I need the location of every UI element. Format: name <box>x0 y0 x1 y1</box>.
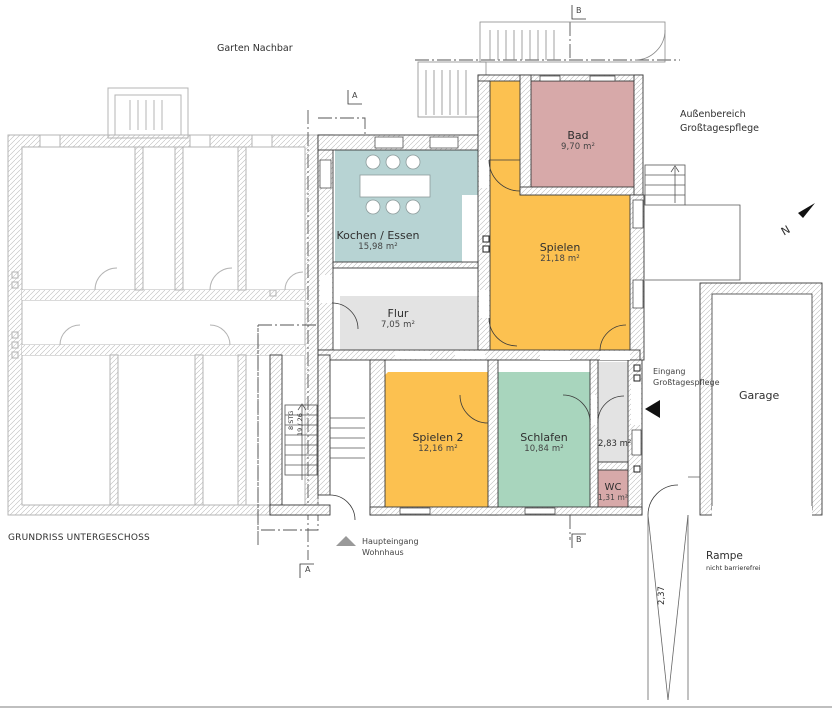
garage-label: Garage <box>739 389 780 402</box>
room-hall-area: 7,05 m² <box>380 319 416 330</box>
door-arcs <box>329 159 679 521</box>
ramp-lines <box>647 476 700 701</box>
room-kitchen-name: Kochen / Essen <box>336 229 420 242</box>
outdoor-area-label-1: Außenbereich <box>680 109 746 120</box>
room-hall-name: Flur <box>387 307 409 320</box>
room-sleep-name: Schlafen <box>520 431 568 444</box>
shaft-markers <box>482 235 641 473</box>
room-wc-name: WC <box>604 482 622 493</box>
room-wc-fill <box>598 470 628 507</box>
room-play: Spielen 21,18 m² <box>539 241 581 264</box>
room-play2-area: 12,16 m² <box>418 443 458 454</box>
plan-title: GRUNDRISS UNTERGESCHOSS <box>8 533 150 543</box>
main-entrance-label-2: Wohnhaus <box>362 548 404 557</box>
room-lobby-area: 2,83 m² <box>598 439 632 449</box>
property-lines <box>257 22 680 560</box>
room-play-fill <box>490 80 630 350</box>
section-a-top: A <box>352 91 358 100</box>
windows <box>319 75 644 515</box>
stairs-dimension-label: 19 / 26 <box>296 413 304 436</box>
entrance-daycare-label-1: Eingang <box>653 367 686 376</box>
room-bath-fill <box>531 80 634 187</box>
room-bath-name: Bad <box>567 129 589 142</box>
room-play2-fill <box>380 372 488 507</box>
entrance-arrow-daycare <box>645 400 660 418</box>
exterior-stairs-right <box>644 164 741 281</box>
garage <box>699 282 823 516</box>
north-arrow <box>798 203 815 218</box>
exterior-stairs-top <box>417 21 666 118</box>
room-hall-fill <box>340 296 482 351</box>
section-markers <box>299 5 586 578</box>
room-play2: Spielen 2 12,16 m² <box>412 431 464 454</box>
section-b-bottom: B <box>576 535 582 544</box>
room-bath-area: 9,70 m² <box>560 141 596 152</box>
door-openings <box>320 160 641 425</box>
section-a-bottom: A <box>305 565 311 574</box>
room-bath: Bad 9,70 m² <box>560 129 596 152</box>
room-sleep-fill <box>498 372 590 507</box>
dining-table <box>359 154 431 215</box>
room-play-name: Spielen <box>539 241 581 254</box>
room-wc-area: 1,31 m² <box>597 492 629 502</box>
interior-stairs <box>284 403 365 480</box>
room-kitchen: Kochen / Essen 15,98 m² <box>336 229 420 252</box>
room-wc: WC 1,31 m² <box>598 482 628 502</box>
entrance-daycare-label-2: Großtagespflege <box>653 378 720 387</box>
room-play2-name: Spielen 2 <box>412 431 464 444</box>
room-kitchen-area: 15,98 m² <box>358 241 398 252</box>
stairs-count-label: 8 STG <box>287 410 295 430</box>
section-b-top: B <box>576 6 582 15</box>
main-entrance-label-1: Haupteingang <box>362 537 419 546</box>
ramp-note: nicht barrierefrei <box>706 564 761 572</box>
room-lobby-fill <box>598 362 628 462</box>
room-sleep: Schlafen 10,84 m² <box>520 431 568 454</box>
outdoor-area-label-2: Großtagespflege <box>680 123 759 134</box>
room-play-area: 21,18 m² <box>540 253 580 264</box>
entrance-arrow-main <box>336 536 356 546</box>
neighbor-garden-label: Garten Nachbar <box>217 43 293 54</box>
ramp-dimension: 2,37 <box>657 586 667 605</box>
ramp-label: Rampe <box>706 550 743 562</box>
room-sleep-area: 10,84 m² <box>524 443 564 454</box>
room-hall: Flur 7,05 m² <box>380 307 416 330</box>
